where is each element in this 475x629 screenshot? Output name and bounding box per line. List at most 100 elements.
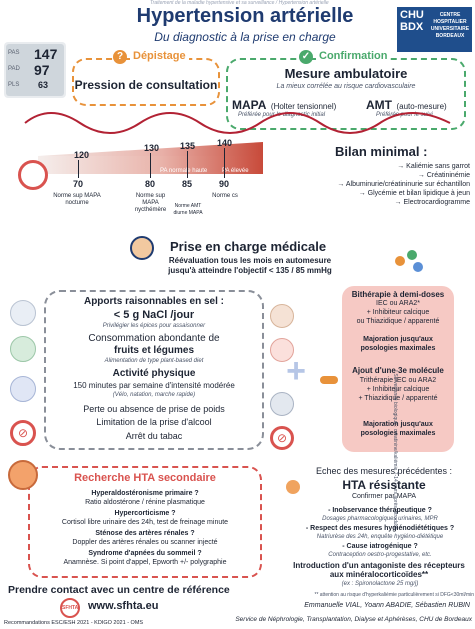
secondary-detail-2: Cortisol libre urinaire des 24h, test de… xyxy=(61,519,229,526)
amt-label: AMT xyxy=(366,98,392,112)
pls-value: 63 xyxy=(38,80,49,90)
pill-icon xyxy=(320,376,338,384)
activity-title: Activité physique xyxy=(112,368,196,379)
resistant-intro: Echec des mesures précédentes : xyxy=(315,466,453,476)
contact-line: Prendre contact avec un centre de référe… xyxy=(8,584,230,596)
no-alcohol-icon: ⊘ xyxy=(270,426,294,450)
resistant-l2: - Respect des mesures hygiénodiététiques… xyxy=(305,525,455,532)
therapy-column xyxy=(342,286,454,452)
scale-bottom-90: 90 xyxy=(219,179,230,189)
chu-logo: CHU BDX CENTRE HOSPITALIER UNIVERSITAIRE… xyxy=(397,7,472,52)
vegetables-icon xyxy=(10,336,36,362)
authors: Emmanuelle VIAL, Yoann ABADIE, Sébastien… xyxy=(304,602,470,609)
bilan-item: → Créatininémie xyxy=(417,172,470,179)
salt-title: Apports raisonnables en sel : xyxy=(83,296,225,307)
food-line2: fruits et légumes xyxy=(113,345,195,356)
kalemia-warning: ** attention au risque d'hyperkaliémie p… xyxy=(314,592,475,598)
bilan-item: → Electrocardiogramme xyxy=(394,199,470,206)
depistage-label: Dépistage xyxy=(130,50,189,62)
bp-monitor: PAS 147 PAD 97 PLS 63 xyxy=(4,42,66,98)
chu-logo-text: CENTRE HOSPITALIER UNIVERSITAIRE BORDEAU… xyxy=(430,12,470,39)
third-line2: + Inhibiteur calcique xyxy=(366,386,430,393)
service: Service de Néphrologie, Transplantation,… xyxy=(235,616,472,623)
pls-label: PLS xyxy=(8,82,20,88)
activity-note: (Vélo, natation, marche rapide) xyxy=(112,392,196,398)
resistant-confirm: Confirmer par MAPA xyxy=(351,493,417,500)
scale-label-amt: Norme AMT diurne MAPA xyxy=(173,203,203,216)
scale-bottom-70: 70 xyxy=(73,179,84,189)
pad-label: PAD xyxy=(8,66,20,72)
bilan-title: Bilan minimal : xyxy=(335,144,428,159)
bitherapy-line1: IEC ou ARA2* xyxy=(376,300,420,307)
mapa-block: MAPA (Holter tensionnel) xyxy=(232,96,352,114)
question-icon: ? xyxy=(113,50,127,64)
therapy-side-note: * Surveillance biologique : créatinine/k… xyxy=(392,370,398,530)
secondary-head-2: Hypercorticisme ? xyxy=(114,510,176,517)
majoration-1: Majoration jusqu'aux posologies maximale… xyxy=(360,336,436,352)
confirmation-note: La mieux corrélée au risque cardiovascul… xyxy=(276,83,416,90)
stopwatch-icon xyxy=(18,160,48,190)
secondary-title: Recherche HTA secondaire xyxy=(74,472,216,484)
bilan-item: → Glycémie et bilan lipidique à jeun xyxy=(358,190,470,197)
bilan-item: → Albuminurie/créatininurie sur échantil… xyxy=(337,181,470,188)
activity-detail: 150 minutes par semaine d'intensité modé… xyxy=(73,381,235,390)
amt-pref: Préférée pour le suivi xyxy=(376,112,433,118)
top-note: Traitement de la maladie hypertensive et… xyxy=(150,0,329,6)
third-molecule-title: Ajout d'une 3e molécule xyxy=(352,366,444,375)
doctor-icon xyxy=(130,236,154,260)
secondary-head-1: Hyperaldostéronisme primaire ? xyxy=(91,490,199,497)
scale-label-nocturne: Norme sup MAPA nocturne xyxy=(53,193,101,206)
tobacco-line: Arrêt du tabac xyxy=(125,431,183,441)
zone-normal-high: PA normale haute xyxy=(160,168,208,174)
resistant-l3-note: Contraception oestro-progestative, etc. xyxy=(328,552,432,558)
secondary-detail-4: Anamnèse. Si point d'appel, Epworth +/- … xyxy=(63,559,227,566)
amt-detail: (auto-mesure) xyxy=(396,102,447,111)
sfhta-logo: SFHTA xyxy=(60,598,80,618)
secondary-box xyxy=(28,466,262,578)
pad-value: 97 xyxy=(34,62,50,78)
scale-top-130: 130 xyxy=(144,143,160,153)
scale-label-cs: Norme cs xyxy=(212,193,238,199)
secondary-head-4: Syndrome d'apnées du sommeil ? xyxy=(88,550,202,557)
tension-curve xyxy=(24,112,451,134)
plus-icon: + xyxy=(286,352,306,390)
page-title: Hypertension artérielle xyxy=(136,5,354,27)
third-line1: Trithérapie IEC ou ARA2 xyxy=(359,377,437,384)
confirmation-label: Confirmation xyxy=(316,50,391,62)
bike-icon xyxy=(10,376,36,402)
sfhta-url[interactable]: www.sfhta.eu xyxy=(88,600,159,612)
depistage-title: Pression de consultation xyxy=(74,78,218,92)
pas-value: 147 xyxy=(34,46,58,62)
scale-top-135: 135 xyxy=(180,141,196,151)
chu-logo-letters: CHU BDX xyxy=(400,9,424,33)
resistant-l1-note: Dosages pharmacologiques urinaires, MPR xyxy=(322,516,438,522)
zone-high: PA élevée xyxy=(222,168,249,174)
lifestyle-box xyxy=(44,290,264,450)
scale-label-nycthemere: Norme sup MAPA nycthémère xyxy=(134,193,167,213)
bilan-item: → Kaliémie sans garrot xyxy=(397,163,470,170)
salt-limit: < 5 g NaCl /jour xyxy=(113,309,195,321)
scale-weight-icon xyxy=(270,392,294,416)
page-subtitle: Du diagnostic à la prise en charge xyxy=(154,30,336,44)
salt-note: Privilégier les épices pour assaisonner xyxy=(102,323,206,329)
amt-block: AMT (auto-mesure) xyxy=(366,96,466,114)
resistant-title: HTA résistante xyxy=(342,478,426,492)
food-line1: Consommation abondante de xyxy=(88,333,220,344)
resistant-l3: - Cause iatrogénique ? xyxy=(342,543,418,550)
weight-line: Perte ou absence de prise de poids xyxy=(83,404,225,414)
bitherapy-line3: ou Thiazidique / apparenté xyxy=(356,318,440,325)
recommendations: Recommandations ESC/ESH 2021 - KDIGO 202… xyxy=(4,620,144,626)
resistant-l1: - Inobservance thérapeutique ? xyxy=(328,507,432,514)
alcohol-line: Limitation de la prise d'alcool xyxy=(96,417,212,427)
prise-en-charge-title: Prise en charge médicale xyxy=(170,239,327,254)
mapa-detail: (Holter tensionnel) xyxy=(270,102,337,111)
scale-top-120: 120 xyxy=(74,150,90,160)
mapa-pref: Préférée pour le diagnostic initial xyxy=(238,112,326,118)
third-line3: + Thiazidique / apparenté xyxy=(358,395,438,402)
food-note: Alimentation de type plant-based diet xyxy=(104,358,204,364)
resistant-l4-note: (ex : Spironolactone 25 mg/j) xyxy=(341,581,419,587)
secondary-head-3: Sténose des artères rénales ? xyxy=(95,530,195,537)
bitherapy-title: Bithérapie à demi-doses xyxy=(351,290,445,299)
confirmation-title: Mesure ambulatoire xyxy=(284,66,408,81)
spices-icon xyxy=(270,304,294,328)
